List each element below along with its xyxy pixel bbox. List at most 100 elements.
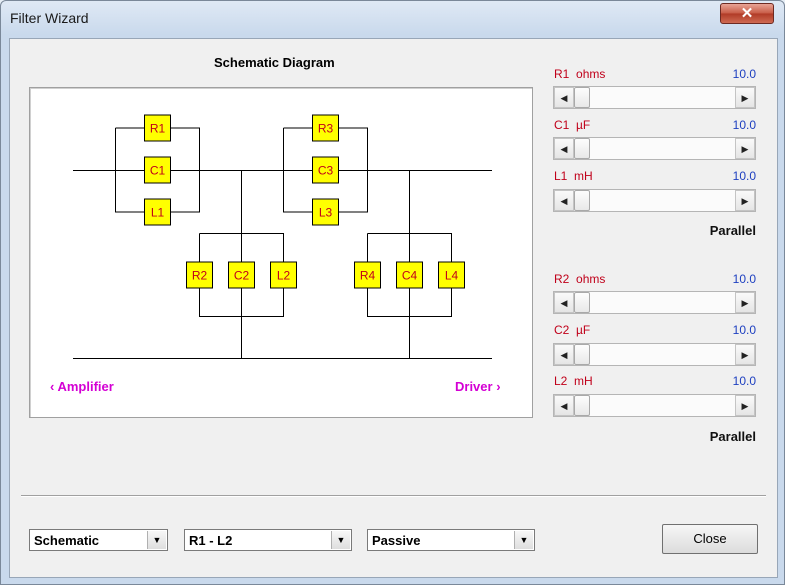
component-box[interactable] (144, 198, 171, 226)
r2-value: 10.0 (732, 272, 756, 286)
c2-label: C2 µF (554, 323, 591, 337)
footer-divider (21, 495, 766, 497)
component-l4[interactable]: L4 (438, 261, 465, 289)
component-box[interactable] (312, 198, 339, 226)
scroll-right-icon[interactable]: ▶ (735, 190, 755, 211)
scroll-left-icon[interactable]: ◀ (554, 190, 574, 211)
title-bar[interactable]: Filter Wizard ✕ (1, 1, 784, 37)
component-c4[interactable]: C4 (396, 261, 423, 289)
component-label: R2 (192, 269, 208, 283)
slider-thumb[interactable] (574, 138, 590, 159)
chevron-down-icon[interactable]: ▼ (514, 531, 533, 549)
c1-value: 10.0 (732, 118, 756, 132)
scroll-left-icon[interactable]: ◀ (554, 87, 574, 108)
chevron-down-icon[interactable]: ▼ (331, 531, 350, 549)
component-l1[interactable]: L1 (144, 198, 171, 226)
l1-slider[interactable]: ◀ ▶ (553, 189, 756, 212)
scroll-right-icon[interactable]: ▶ (735, 138, 755, 159)
scroll-right-icon[interactable]: ▶ (735, 344, 755, 365)
scroll-right-icon[interactable]: ▶ (735, 292, 755, 313)
close-button[interactable]: Close (662, 524, 758, 554)
component-label: C3 (318, 164, 334, 178)
range-select[interactable]: R1 - L2 ▼ (184, 529, 352, 551)
component-box[interactable] (228, 261, 255, 289)
component-r1[interactable]: R1 (144, 114, 171, 142)
wire-g3 (283, 127, 368, 213)
scroll-left-icon[interactable]: ◀ (554, 138, 574, 159)
component-label: L1 (151, 206, 165, 220)
component-box[interactable] (144, 114, 171, 142)
wire-g2 (199, 233, 284, 317)
amplifier-link[interactable]: ‹ Amplifier (50, 379, 114, 394)
schematic-title: Schematic Diagram (214, 55, 335, 70)
c2-value: 10.0 (732, 323, 756, 337)
view-select[interactable]: Schematic ▼ (29, 529, 168, 551)
scroll-right-icon[interactable]: ▶ (735, 395, 755, 416)
component-box[interactable] (270, 261, 297, 289)
component-box[interactable] (312, 114, 339, 142)
component-r4[interactable]: R4 (354, 261, 381, 289)
component-r3[interactable]: R3 (312, 114, 339, 142)
component-box[interactable] (354, 261, 381, 289)
component-l3[interactable]: L3 (312, 198, 339, 226)
scroll-right-icon[interactable]: ▶ (735, 87, 755, 108)
l1-label: L1 mH (554, 169, 593, 183)
component-label: C2 (234, 269, 250, 283)
c2-slider[interactable]: ◀ ▶ (553, 343, 756, 366)
component-label: L2 (277, 269, 291, 283)
slider-thumb[interactable] (574, 292, 590, 313)
component-c2[interactable]: C2 (228, 261, 255, 289)
component-label: R4 (360, 269, 376, 283)
window-close-button[interactable]: ✕ (720, 3, 774, 24)
r2-slider[interactable]: ◀ ▶ (553, 291, 756, 314)
slider-thumb[interactable] (574, 87, 590, 108)
component-box[interactable] (186, 261, 213, 289)
window-title: Filter Wizard (10, 10, 89, 26)
component-r2[interactable]: R2 (186, 261, 213, 289)
group2-mode: Parallel (709, 429, 756, 444)
group1-mode: Parallel (709, 223, 756, 238)
component-label: R1 (150, 122, 166, 136)
scroll-left-icon[interactable]: ◀ (554, 344, 574, 365)
c1-label: C1 µF (554, 118, 591, 132)
type-select-value: Passive (372, 533, 421, 548)
driver-link[interactable]: Driver › (455, 379, 501, 394)
wire-g4 (367, 233, 452, 317)
slider-thumb[interactable] (574, 344, 590, 365)
schematic-wires (73, 127, 492, 359)
slider-thumb[interactable] (574, 395, 590, 416)
component-label: C4 (402, 269, 418, 283)
component-box[interactable] (312, 156, 339, 184)
scroll-left-icon[interactable]: ◀ (554, 292, 574, 313)
component-label: L4 (445, 269, 459, 283)
l2-label: L2 mH (554, 374, 593, 388)
slider-thumb[interactable] (574, 190, 590, 211)
view-select-value: Schematic (34, 533, 100, 548)
type-select[interactable]: Passive ▼ (367, 529, 535, 551)
c1-slider[interactable]: ◀ ▶ (553, 137, 756, 160)
component-c3[interactable]: C3 (312, 156, 339, 184)
r1-slider[interactable]: ◀ ▶ (553, 86, 756, 109)
scroll-left-icon[interactable]: ◀ (554, 395, 574, 416)
component-box[interactable] (144, 156, 171, 184)
component-c1[interactable]: C1 (144, 156, 171, 184)
l1-value: 10.0 (732, 169, 756, 183)
r1-value: 10.0 (732, 67, 756, 81)
component-l2[interactable]: L2 (270, 261, 297, 289)
component-label: R3 (318, 122, 334, 136)
chevron-down-icon[interactable]: ▼ (147, 531, 166, 549)
component-box[interactable] (438, 261, 465, 289)
l2-value: 10.0 (732, 374, 756, 388)
r1-label: R1 ohms (554, 67, 606, 81)
l2-slider[interactable]: ◀ ▶ (553, 394, 756, 417)
r2-label: R2 ohms (554, 272, 606, 286)
wire-g1 (115, 127, 200, 213)
component-label: C1 (150, 164, 166, 178)
range-select-value: R1 - L2 (189, 533, 233, 548)
component-label: L3 (319, 206, 333, 220)
component-box[interactable] (396, 261, 423, 289)
